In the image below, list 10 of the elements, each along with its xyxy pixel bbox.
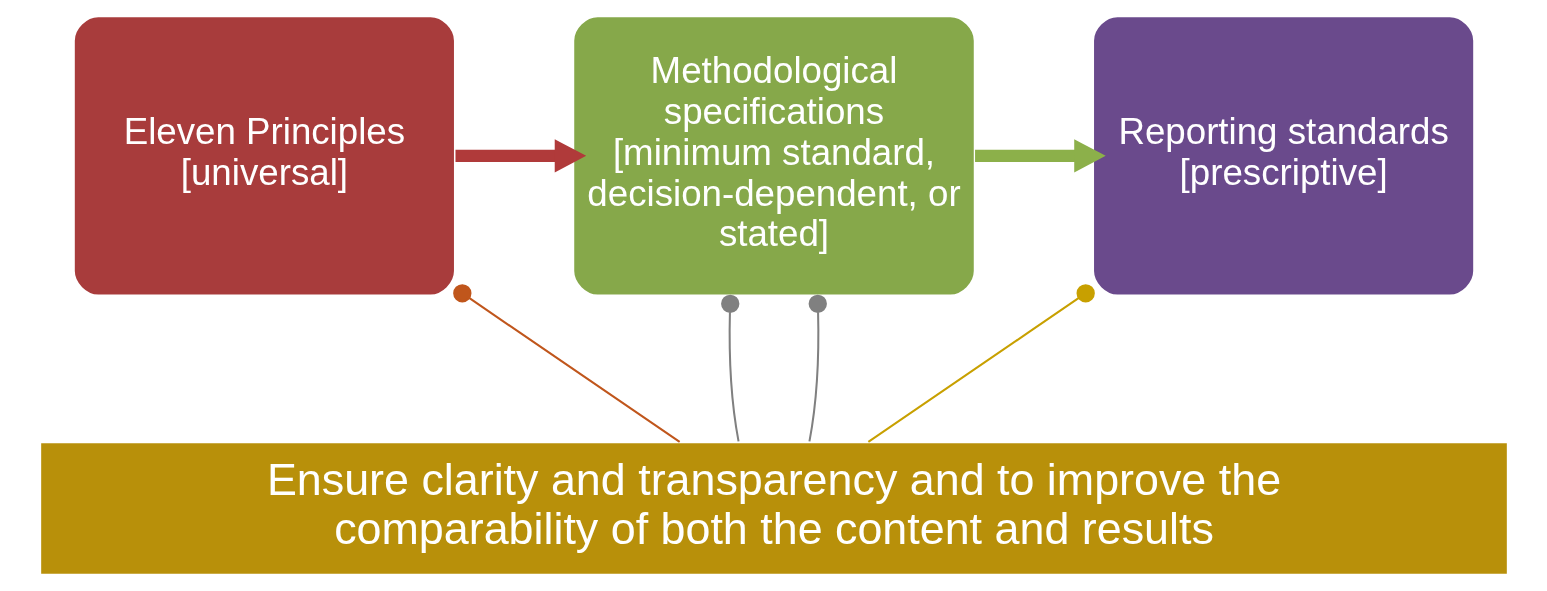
node-box: Reporting standards [prescriptive] <box>1091 15 1475 297</box>
connector <box>867 284 1095 443</box>
node-box: Ensure clarity and transparency and to improve the comparability of both the content and results <box>38 441 1509 576</box>
arrow <box>455 139 586 173</box>
node-box: Methodological specifications [minimum standard, decision-dependent, or stated] <box>571 15 976 297</box>
node-box: Eleven Principles [universal] <box>72 15 456 297</box>
connector <box>807 294 827 442</box>
connector <box>720 294 740 442</box>
connector <box>452 284 680 443</box>
arrow <box>974 139 1106 173</box>
